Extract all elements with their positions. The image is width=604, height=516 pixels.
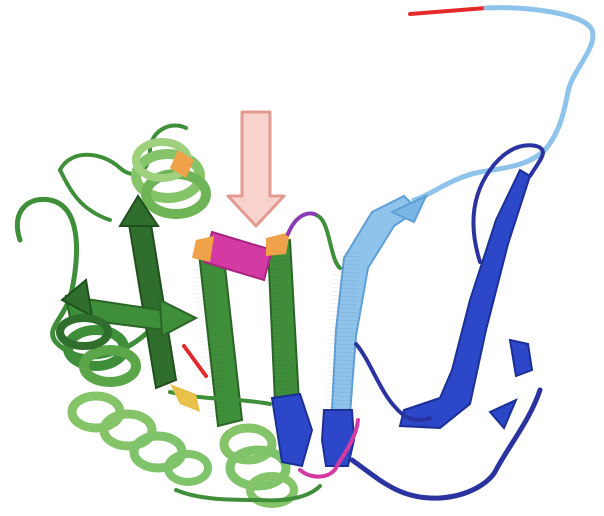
navy-right-arrowhead — [490, 400, 516, 428]
green-top-helix — [136, 142, 206, 214]
green-bottom-helix — [72, 396, 208, 482]
green-domain — [17, 125, 358, 504]
blue-strand-base — [322, 410, 354, 466]
green-right-arrowhead — [160, 300, 196, 336]
green-mid-helix — [60, 318, 136, 382]
green-loop-to-blue — [318, 216, 340, 268]
navy-right-arrow — [510, 340, 532, 376]
light-blue-top-coil — [414, 8, 593, 200]
blue-domain — [322, 8, 593, 498]
yellow-accent — [170, 384, 200, 412]
purple-loop — [288, 213, 318, 234]
annotation-down-arrow — [228, 112, 284, 226]
red-terminal-segment — [410, 8, 486, 14]
